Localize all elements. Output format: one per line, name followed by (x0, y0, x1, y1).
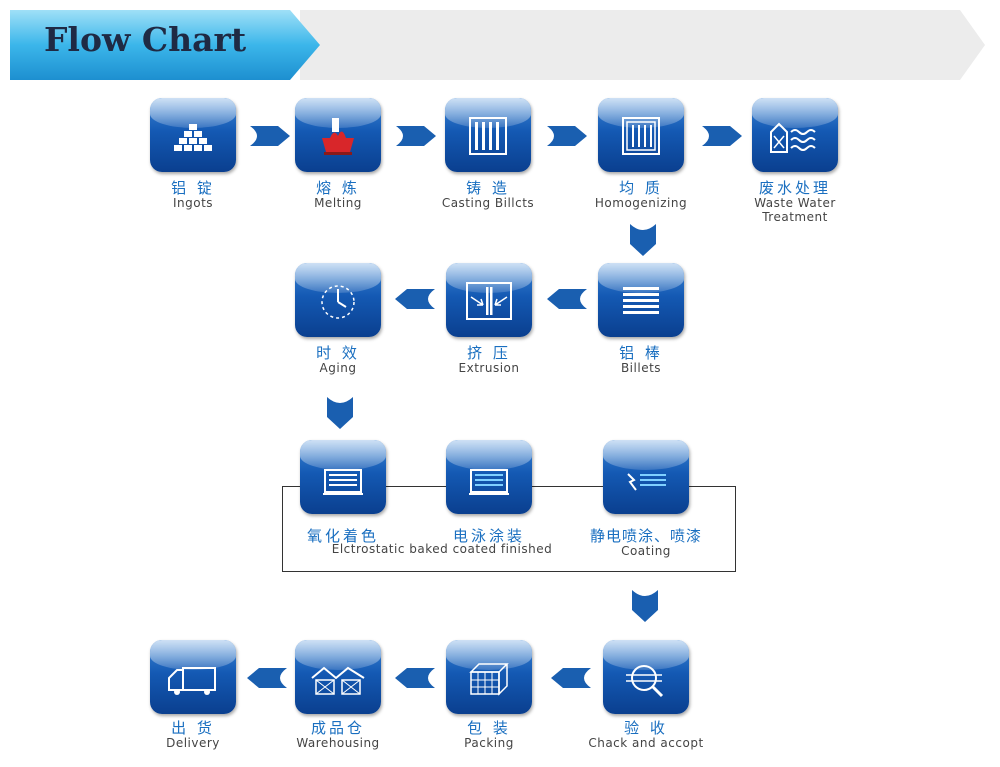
header-banner (10, 10, 985, 80)
step-waste-water (752, 98, 838, 172)
step-extrusion (446, 263, 532, 337)
truck-icon (168, 667, 216, 695)
warehouse-icon (311, 666, 365, 695)
step-inspection (603, 640, 689, 714)
step-electrophoresis (446, 440, 532, 514)
step-powder-coating (603, 440, 689, 514)
arrow-down-icon (327, 397, 353, 429)
water-waves-icon (770, 122, 816, 153)
arrow-down-icon (632, 590, 658, 622)
page-title: Flow Chart (44, 20, 247, 59)
label-surface-group: Elctrostatic baked coated finished (331, 542, 553, 556)
step-aging (295, 263, 381, 337)
crate-icon (469, 663, 509, 696)
arrow-right-icon (250, 126, 290, 146)
step-packing (446, 640, 532, 714)
arrow-left-icon (395, 289, 435, 309)
label-anodizing: 氧化着色 (306, 527, 379, 545)
clock-icon (321, 285, 355, 319)
ingot-stack-icon (174, 124, 212, 151)
arrow-left-icon (547, 289, 587, 309)
arrow-down-icon (630, 224, 656, 256)
step-billets (598, 263, 684, 337)
arrow-left-icon (247, 668, 287, 688)
oven-rack-icon (622, 117, 660, 155)
arrow-left-icon (395, 668, 435, 688)
billet-bars-icon (469, 117, 507, 155)
coating-tank-icon (469, 469, 509, 495)
step-warehousing (295, 640, 381, 714)
step-anodizing (300, 440, 386, 514)
arrow-right-icon (396, 126, 436, 146)
arrow-right-icon (702, 126, 742, 146)
label-electrophoresis: 电泳涂装 (452, 527, 525, 545)
step-casting (445, 98, 531, 172)
spray-gun-icon (627, 473, 666, 491)
bath-rack-icon (323, 469, 363, 495)
press-icon (466, 282, 512, 320)
step-melting (295, 98, 381, 172)
magnifier-icon (626, 665, 664, 698)
step-ingots (150, 98, 236, 172)
furnace-icon (322, 118, 354, 155)
step-delivery (150, 640, 236, 714)
arrow-left-icon (551, 668, 591, 688)
arrow-right-icon (547, 126, 587, 146)
step-homogenizing (598, 98, 684, 172)
stacked-rods-icon (623, 287, 659, 314)
